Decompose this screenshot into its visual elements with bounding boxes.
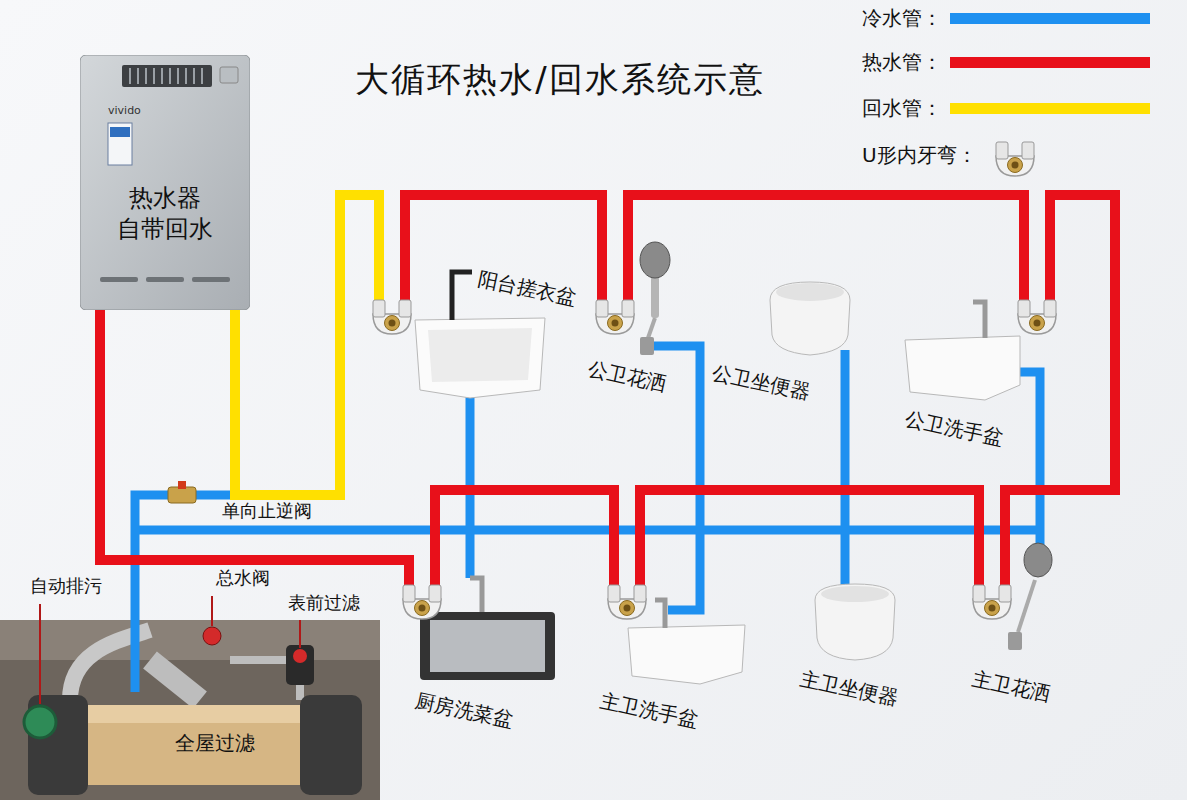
toilet-body xyxy=(815,584,895,660)
legend-swatch xyxy=(950,103,1150,114)
legend-swatch xyxy=(950,13,1150,24)
check-valve-body xyxy=(168,487,196,503)
photo-ground xyxy=(0,620,380,800)
shower-head xyxy=(1024,543,1052,577)
hot-pipe xyxy=(405,195,602,310)
heater-grille xyxy=(122,65,212,87)
faucet xyxy=(452,272,472,320)
u-bend xyxy=(373,300,411,334)
faucet xyxy=(655,600,665,628)
toilet-lid xyxy=(776,283,844,301)
photo-pipe xyxy=(150,660,200,700)
check-valve xyxy=(168,481,196,503)
hot-water-pipes xyxy=(100,195,1115,595)
u-bend xyxy=(596,300,634,334)
filter-photo xyxy=(0,620,380,800)
part-label: 表前过滤 xyxy=(288,594,360,612)
shower-hose xyxy=(648,318,655,338)
heater-vent xyxy=(100,277,138,282)
heater-art xyxy=(80,55,250,310)
cold-pipe xyxy=(841,350,850,590)
fixture-label: 主卫洗手盆 xyxy=(598,690,700,730)
fixture-label: 公卫花洒 xyxy=(586,358,668,394)
filter-end-cap xyxy=(300,695,362,795)
fixture-label: 主卫坐便器 xyxy=(798,668,900,708)
shower-handle xyxy=(651,276,659,318)
legend-text: U形内牙弯： xyxy=(862,145,977,165)
shower-bracket xyxy=(1008,632,1022,650)
shower-hose xyxy=(1018,580,1035,632)
valve-label: 单向止逆阀 xyxy=(222,502,312,520)
sink-body xyxy=(905,336,1020,400)
u-bend xyxy=(403,585,441,619)
part-label: 全屋过滤 xyxy=(175,733,255,753)
fixture-label: 公卫坐便器 xyxy=(710,362,812,402)
sink-frame xyxy=(420,612,555,680)
part-label: 总水阀 xyxy=(216,569,270,587)
check-valve-cap xyxy=(178,481,186,489)
auto-drain-device xyxy=(24,706,56,738)
hot-pipe xyxy=(628,195,1024,310)
heater-vent xyxy=(146,277,184,282)
pre-filter-body xyxy=(286,645,314,685)
main-valve-knob xyxy=(203,627,221,645)
cold-pipe xyxy=(1020,372,1040,545)
toilet-body xyxy=(770,282,850,355)
pre-filter-knob xyxy=(293,649,307,663)
public-toilet xyxy=(770,282,850,355)
energy-sticker xyxy=(108,123,132,165)
sink-basin xyxy=(428,328,532,382)
control-panel xyxy=(220,67,238,83)
shower-head xyxy=(640,242,670,278)
leader-lines xyxy=(40,596,300,704)
water-heater-box: vivido 热水器 自带回水 xyxy=(80,55,250,310)
u-bend xyxy=(973,585,1011,619)
master-shower xyxy=(1008,543,1052,650)
cold-pipe xyxy=(135,495,235,692)
faucet xyxy=(470,578,482,612)
toilet-lid xyxy=(821,586,889,602)
sink-basin xyxy=(430,620,545,672)
brand-logo: vivido xyxy=(108,105,141,116)
shower-bracket xyxy=(640,337,654,355)
leader-line xyxy=(299,620,301,648)
legend-text: 热水管： xyxy=(862,52,942,72)
heater-vent xyxy=(192,277,230,282)
part-label: 自动排污 xyxy=(30,577,102,595)
u-bend xyxy=(1018,300,1056,334)
hot-pipe xyxy=(435,490,614,595)
node-text: 热水器 自带回水 xyxy=(80,183,250,245)
public-shower xyxy=(640,242,670,355)
fixture-label: 厨房洗菜盆 xyxy=(413,690,515,730)
legend-swatch xyxy=(950,57,1150,68)
u-bend xyxy=(608,585,646,619)
legend-text: 回水管： xyxy=(862,98,942,118)
master-basin xyxy=(628,600,745,684)
diagram-title: 大循环热水/回水系统示意 xyxy=(300,62,820,96)
cold-water-pipes xyxy=(135,346,1040,692)
faucet xyxy=(973,302,985,338)
fixture-label: 主卫花洒 xyxy=(970,668,1052,704)
leader-line xyxy=(211,596,213,626)
sink-body xyxy=(415,318,545,398)
return-pipe xyxy=(235,195,379,495)
legend-u-bend xyxy=(996,142,1034,176)
photo-wall xyxy=(0,620,380,660)
leader-line xyxy=(39,604,41,704)
hot-pipe xyxy=(640,490,979,595)
fixture-label: 阳台搓衣盆 xyxy=(476,268,578,308)
master-toilet xyxy=(815,584,895,660)
heater-casing xyxy=(80,55,250,310)
legend-text: 冷水管： xyxy=(862,8,942,28)
energy-sticker-band xyxy=(110,127,130,137)
grille-slats xyxy=(130,68,202,84)
fixture-label: 公卫洗手盆 xyxy=(903,408,1005,448)
public-basin xyxy=(905,302,1020,400)
hot-pipe xyxy=(100,310,409,595)
cold-pipe xyxy=(135,526,1040,535)
sink-body xyxy=(628,625,745,684)
